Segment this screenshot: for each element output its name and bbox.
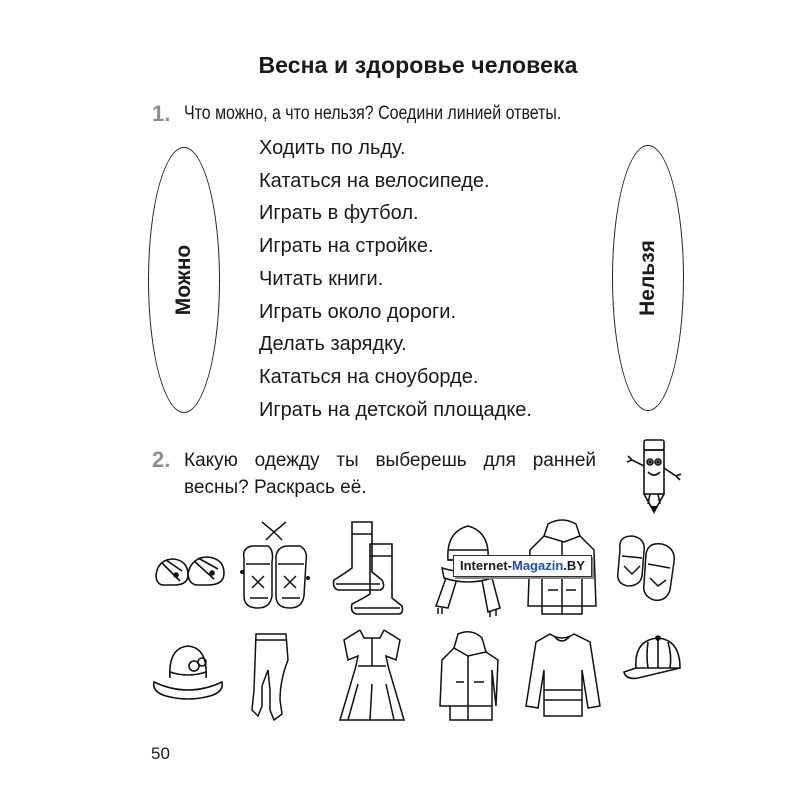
watermark-part-a: Internet- bbox=[460, 558, 512, 573]
answer-item[interactable]: Читать книги. bbox=[259, 267, 384, 290]
answer-item[interactable]: Делать зарядку. bbox=[259, 333, 407, 356]
tights-icon[interactable] bbox=[250, 630, 292, 724]
answer-item[interactable]: Играть в футбол. bbox=[259, 202, 419, 225]
mittens-icon[interactable] bbox=[238, 518, 310, 612]
forbidden-oval[interactable]: Нельзя bbox=[612, 145, 684, 411]
task-2-instruction: Какую одежду ты выберешь для ранней весн… bbox=[184, 450, 596, 498]
answer-item[interactable]: Кататься на сноуборде. bbox=[259, 365, 479, 388]
watermark-part-c: .BY bbox=[563, 558, 585, 573]
page-title: Весна и здоровье человека bbox=[258, 52, 578, 78]
task-2-number: 2. bbox=[152, 447, 171, 472]
task-1-number: 1. bbox=[152, 101, 171, 126]
sandals-icon[interactable] bbox=[152, 545, 228, 593]
allowed-oval[interactable]: Можно bbox=[148, 147, 220, 413]
raincoat-icon[interactable] bbox=[438, 630, 500, 724]
answer-item[interactable]: Ходить по льду. bbox=[259, 137, 406, 159]
answer-item[interactable]: Играть на детской площадке. bbox=[259, 398, 532, 421]
watermark-logo: Internet-Magazin.BY bbox=[453, 555, 592, 577]
answer-item[interactable]: Кататься на велосипеде. bbox=[259, 169, 490, 192]
answer-item[interactable]: Играть на стройке. bbox=[259, 235, 434, 258]
page-number: 50 bbox=[151, 744, 170, 763]
forbidden-label: Нельзя bbox=[636, 240, 659, 316]
sun-hat-icon[interactable] bbox=[150, 638, 226, 704]
dress-icon[interactable] bbox=[334, 624, 410, 724]
winter-boots-icon[interactable] bbox=[330, 518, 406, 618]
answers-list: Ходить по льду. Кататься на велосипеде. … bbox=[259, 132, 532, 426]
watermark-part-b: Magazin bbox=[512, 558, 564, 573]
allowed-label: Можно bbox=[172, 244, 195, 316]
knit-gloves-icon[interactable] bbox=[612, 530, 682, 606]
cap-icon[interactable] bbox=[620, 632, 686, 686]
answer-item[interactable]: Играть около дороги. bbox=[259, 300, 457, 323]
pencil-mascot-icon bbox=[624, 432, 686, 522]
sweater-icon[interactable] bbox=[524, 630, 602, 722]
task-1-instruction: Что можно, а что нельзя? Соедини линией … bbox=[184, 103, 562, 124]
